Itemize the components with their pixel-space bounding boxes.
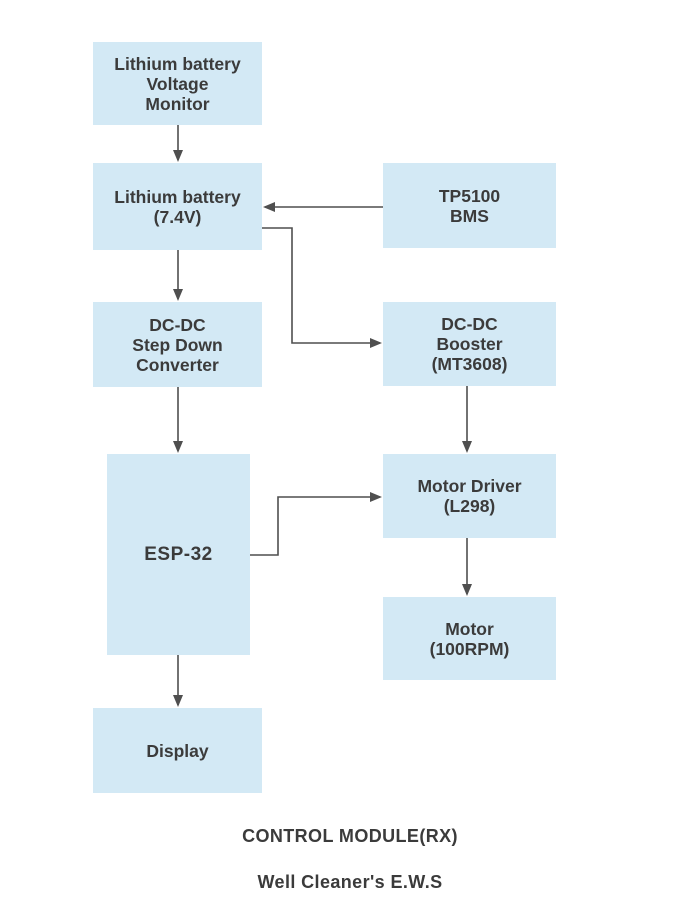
block-label-line: Lithium battery [114, 53, 241, 74]
connector-esp32-to-motordriver [250, 492, 382, 556]
block-lithium-battery: Lithium battery (7.4V) [93, 163, 262, 250]
block-lithium-battery-voltage-monitor: Lithium battery Voltage Monitor [93, 42, 262, 125]
block-dcdc-booster-mt3608: DC-DC Booster (MT3608) [383, 302, 556, 386]
block-motor-driver-l298: Motor Driver (L298) [383, 454, 556, 538]
block-label-line: Monitor [145, 93, 210, 114]
block-label-line: DC-DC [441, 314, 498, 334]
block-label-line: (100RPM) [429, 638, 510, 659]
connector-battery-to-booster [262, 227, 382, 348]
block-tp5100-bms: TP5100 BMS [383, 163, 556, 248]
block-label-line: Step Down [132, 334, 223, 355]
block-label-line: (7.4V) [153, 206, 202, 227]
block-display: Display [93, 708, 262, 793]
block-label-line: Display [146, 740, 209, 761]
block-label-line: TP5100 [438, 185, 501, 206]
diagram-title: CONTROL MODULE(RX) [242, 826, 458, 846]
block-label-line: ESP-32 [144, 543, 213, 565]
block-label-line: (MT3608) [431, 354, 508, 374]
block-motor-100rpm: Motor (100RPM) [383, 597, 556, 680]
block-label-line: Motor [445, 618, 494, 639]
block-esp32: ESP-32 [107, 454, 250, 655]
block-label-line: Converter [136, 354, 219, 375]
diagram-subtitle: Well Cleaner's E.W.S [257, 872, 443, 892]
block-label-line: Booster [436, 334, 503, 354]
block-label-line: Motor Driver [417, 476, 522, 496]
block-label-line: Voltage [146, 73, 209, 94]
block-dcdc-step-down-converter: DC-DC Step Down Converter [93, 302, 262, 387]
block-label-line: (L298) [443, 496, 496, 516]
block-label-line: DC-DC [149, 314, 206, 335]
block-label-line: Lithium battery [114, 186, 241, 207]
block-label-line: BMS [450, 205, 489, 226]
